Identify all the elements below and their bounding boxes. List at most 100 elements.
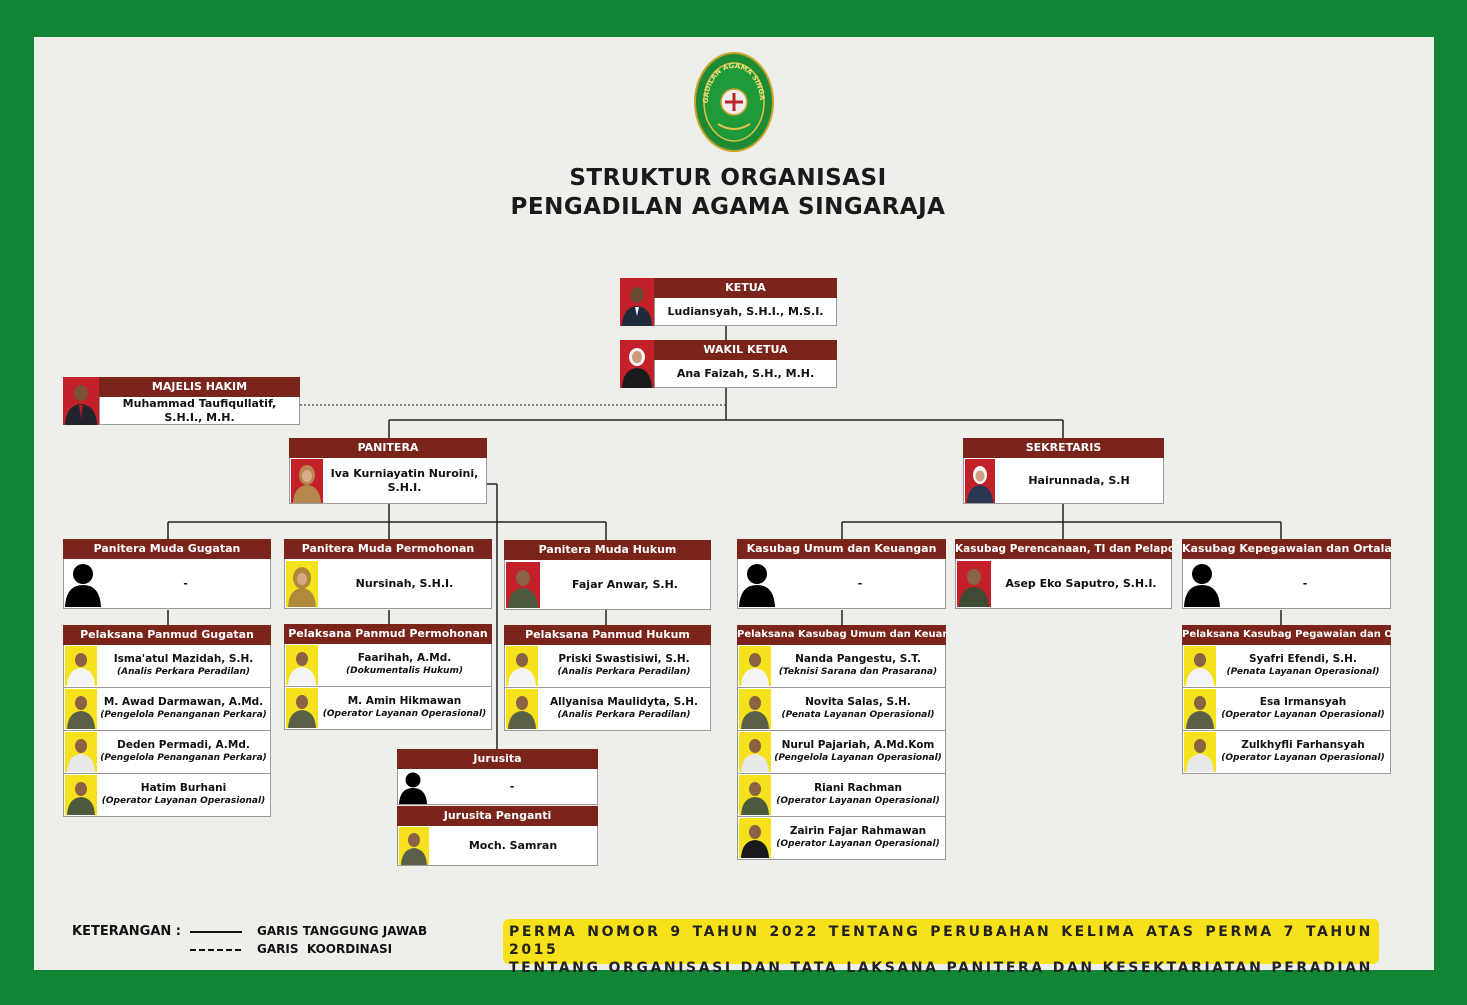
member-info: Deden Permadi, A.Md.(Pengelola Penangana… <box>97 739 270 764</box>
member-name: M. Amin Hikmawan <box>347 695 462 708</box>
kasubag-kepegawaian-name: - <box>1302 576 1308 590</box>
member-role: (Pengelola Layanan Operasional) <box>774 752 942 763</box>
legend-label: KETERANGAN : <box>72 924 181 939</box>
pelaksana-permohonan-title: Pelaksana Panmud Permohonan <box>284 624 492 644</box>
member-row: M. Amin Hikmawan(Operator Layanan Operas… <box>284 687 492 730</box>
member-name: Esa Irmansyah <box>1259 696 1347 709</box>
pelaksana-hukum-group: Pelaksana Panmud Hukum Priski Swastisiwi… <box>504 625 711 731</box>
member-info: Priski Swastisiwi, S.H.(Analis Perkara P… <box>538 653 710 678</box>
ketua-title: KETUA <box>654 278 837 298</box>
member-role: (Operator Layanan Operasional) <box>776 838 940 849</box>
panmud-permohonan-photo <box>286 560 318 607</box>
placeholder-avatar-icon <box>1184 560 1220 607</box>
member-info: Novita Salas, S.H.(Penata Layanan Operas… <box>771 696 945 721</box>
jurusita-pengganti-title: Jurusita Penganti <box>397 806 598 826</box>
jurusita-box: Jurusita - <box>397 749 598 805</box>
pelaksana-umum-title: Pelaksana Kasubag Umum dan Keuangan <box>737 625 946 645</box>
jurusita-pengganti-photo <box>399 826 429 865</box>
member-info: Nanda Pangestu, S.T.(Teknisi Sarana dan … <box>771 653 945 678</box>
member-row: Riani Rachman(Operator Layanan Operasion… <box>737 774 946 817</box>
member-row: Hatim Burhani(Operator Layanan Operasion… <box>63 774 271 817</box>
member-photo <box>739 818 771 858</box>
kasubag-kepegawaian-title: Kasubag Kepegawaian dan Ortala <box>1182 539 1391 559</box>
member-info: Esa Irmansyah(Operator Layanan Operasion… <box>1216 696 1390 721</box>
member-photo <box>65 732 97 772</box>
kasubag-umum-title: Kasubag Umum dan Keuangan <box>737 539 946 559</box>
perma-line1: PERMA NOMOR 9 TAHUN 2022 TENTANG PERUBAH… <box>509 924 1373 958</box>
member-role: (Penata Layanan Operasional) <box>781 709 935 720</box>
member-name: Nurul Pajariah, A.Md.Kom <box>781 739 935 752</box>
perma-banner: PERMA NOMOR 9 TAHUN 2022 TENTANG PERUBAH… <box>503 919 1379 976</box>
kasubag-ptip-box: Kasubag Perencanaan, TI dan Pelaporan As… <box>955 539 1172 609</box>
member-info: Isma'atul Mazidah, S.H.(Analis Perkara P… <box>97 653 270 678</box>
panmud-permohonan-name: Nursinah, S.H.I. <box>355 576 454 590</box>
member-photo <box>286 645 318 685</box>
member-photo <box>506 646 538 686</box>
majelis-hakim-box: MAJELIS HAKIM Muhammad Taufiqullatif, S.… <box>63 377 300 425</box>
panmud-hukum-photo <box>506 561 540 608</box>
member-name: Novita Salas, S.H. <box>805 696 911 709</box>
member-role: (Penata Layanan Operasional) <box>1226 666 1380 677</box>
member-row: Faarihah, A.Md.(Dokumentalis Hukum) <box>284 644 492 687</box>
ketua-box: KETUA Ludiansyah, S.H.I., M.S.I. <box>620 278 837 326</box>
member-photo <box>739 646 771 686</box>
member-photo <box>65 646 97 686</box>
kasubag-ptip-name: Asep Eko Saputro, S.H.I. <box>1005 576 1157 590</box>
member-name: Zulkhyfli Farhansyah <box>1241 739 1365 752</box>
member-name: Faarihah, A.Md. <box>357 652 452 665</box>
sekretaris-photo <box>965 458 995 503</box>
wakil-ketua-title: WAKIL KETUA <box>654 340 837 360</box>
member-info: Faarihah, A.Md.(Dokumentalis Hukum) <box>318 652 491 677</box>
member-row: Nurul Pajariah, A.Md.Kom(Pengelola Layan… <box>737 731 946 774</box>
panmud-permohonan-title: Panitera Muda Permohonan <box>284 539 492 559</box>
member-role: (Operator Layanan Operasional) <box>776 795 940 806</box>
placeholder-avatar-icon <box>65 560 101 607</box>
wakil-ketua-name: Ana Faizah, S.H., M.H. <box>676 366 815 380</box>
pelaksana-kepegawaian-title: Pelaksana Kasubag Pegawaian dan Ortala <box>1182 625 1391 645</box>
placeholder-avatar-icon <box>399 769 427 804</box>
member-name: Isma'atul Mazidah, S.H. <box>113 653 254 666</box>
member-info: Zairin Fajar Rahmawan(Operator Layanan O… <box>771 825 945 850</box>
member-photo <box>506 689 538 729</box>
jurusita-pengganti-box: Jurusita Penganti Moch. Samran <box>397 806 598 866</box>
pelaksana-gugatan-group: Pelaksana Panmud Gugatan Isma'atul Mazid… <box>63 625 271 817</box>
member-role: (Analis Perkara Peradilan) <box>117 666 250 677</box>
member-row: Esa Irmansyah(Operator Layanan Operasion… <box>1182 688 1391 731</box>
jurusita-pengganti-name: Moch. Samran <box>468 838 558 852</box>
member-photo <box>1184 646 1216 686</box>
wakil-ketua-box: WAKIL KETUA Ana Faizah, S.H., M.H. <box>620 340 837 388</box>
legend-solid-line-label: GARIS TANGGUNG JAWAB <box>257 924 428 938</box>
placeholder-avatar-icon <box>739 560 775 607</box>
member-role: (Operator Layanan Operasional) <box>101 795 266 806</box>
jurusita-name: - <box>509 779 515 793</box>
member-role: (Analis Perkara Peradilan) <box>557 709 691 720</box>
panitera-name: Iva Kurniayatin Nuroini, S.H.I. <box>330 466 479 494</box>
legend-dashed-line-label: GARIS KOORDINASI <box>257 942 393 956</box>
panitera-box: PANITERA Iva Kurniayatin Nuroini, S.H.I. <box>289 438 487 504</box>
member-row: Novita Salas, S.H.(Penata Layanan Operas… <box>737 688 946 731</box>
pelaksana-umum-group: Pelaksana Kasubag Umum dan Keuangan Nand… <box>737 625 946 860</box>
member-name: Allyanisa Maulidyta, S.H. <box>550 696 698 709</box>
member-row: Zairin Fajar Rahmawan(Operator Layanan O… <box>737 817 946 860</box>
panitera-photo <box>291 458 323 503</box>
majelis-hakim-title: MAJELIS HAKIM <box>99 377 300 397</box>
panmud-hukum-box: Panitera Muda Hukum Fajar Anwar, S.H. <box>504 540 711 610</box>
chart-title-line1: STRUKTUR ORGANISASI <box>569 165 887 191</box>
member-role: (Pengelola Penanganan Perkara) <box>100 752 267 763</box>
member-name: M. Awad Darmawan, A.Md. <box>103 696 264 709</box>
member-row: Deden Permadi, A.Md.(Pengelola Penangana… <box>63 731 271 774</box>
kasubag-umum-box: Kasubag Umum dan Keuangan - <box>737 539 946 609</box>
jurusita-title: Jurusita <box>397 749 598 769</box>
kasubag-umum-name: - <box>857 576 863 590</box>
member-info: Riani Rachman(Operator Layanan Operasion… <box>771 782 945 807</box>
member-row: Zulkhyfli Farhansyah(Operator Layanan Op… <box>1182 731 1391 774</box>
pelaksana-hukum-title: Pelaksana Panmud Hukum <box>504 625 711 645</box>
member-row: Isma'atul Mazidah, S.H.(Analis Perkara P… <box>63 645 271 688</box>
member-info: M. Awad Darmawan, A.Md.(Pengelola Penang… <box>97 696 270 721</box>
member-role: (Operator Layanan Operasional) <box>1221 709 1385 720</box>
member-name: Riani Rachman <box>814 782 902 795</box>
pelaksana-gugatan-title: Pelaksana Panmud Gugatan <box>63 625 271 645</box>
member-photo <box>739 775 771 815</box>
perma-line2: TENTANG ORGANISASI DAN TATA LAKSANA PANI… <box>509 960 1373 976</box>
